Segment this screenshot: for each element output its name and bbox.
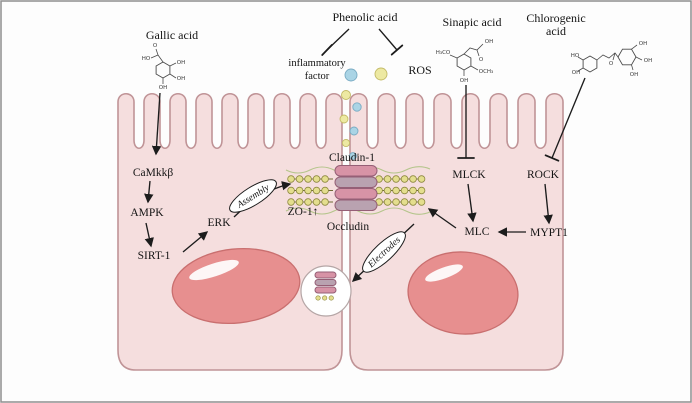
erk-label: ERK: [208, 217, 232, 229]
arrow-rock-to-mypt1: [543, 183, 553, 225]
right-nucleus-highlight: [425, 264, 463, 282]
ros-dot: [341, 138, 351, 148]
svg-text:OH: OH: [572, 70, 580, 76]
ros-dot-yellow: [374, 67, 388, 81]
svg-text:OH: OH: [177, 76, 185, 82]
sirt1-label: SIRT-1: [138, 250, 171, 262]
vesicle: [300, 265, 352, 317]
ampk-label: AMPK: [130, 207, 164, 219]
svg-text:OCH₃: OCH₃: [479, 69, 494, 75]
chlorogenic-acid-label-line2: acid: [546, 24, 566, 38]
arrow-camkkb-to-ampk: [144, 180, 154, 204]
arrow-gallic-to-camkkb: [151, 92, 162, 156]
assembly-oval: [229, 179, 277, 213]
occludin-label: Occludin: [327, 221, 369, 233]
svg-text:OH: OH: [630, 72, 638, 78]
inhibition-phenolic-to-ros: [378, 28, 404, 56]
nuclei: [171, 247, 519, 335]
ros-dot: [352, 102, 362, 112]
ros-dot: [341, 90, 351, 100]
svg-text:OH: OH: [644, 58, 652, 64]
svg-text:H₃CO: H₃CO: [436, 50, 451, 56]
svg-text:OH: OH: [177, 60, 185, 66]
ros-dot: [349, 126, 359, 136]
sinapic-acid-label: Sinapic acid: [443, 15, 502, 29]
left-epithelial-cell: [117, 92, 343, 371]
svg-text:OH: OH: [485, 39, 493, 45]
gallic-acid-label: Gallic acid: [146, 28, 198, 42]
phenolic-acid-label: Phenolic acid: [333, 10, 398, 24]
ros-dot: [349, 152, 357, 160]
left-nucleus-highlight: [189, 259, 239, 281]
svg-text:OH: OH: [159, 85, 167, 91]
electrodes-oval: [362, 231, 406, 273]
ros-dot-blue: [344, 68, 358, 82]
svg-text:O: O: [609, 61, 614, 67]
claudin1-label: Claudin-1: [329, 152, 375, 164]
mypt1-label: MYPT1: [530, 227, 568, 239]
inhibition-phenolic-to-inflammatory: [321, 28, 350, 56]
arrow-mlc-to-junction: [427, 208, 457, 229]
inflammatory-factor-label-line1: inflammatory: [288, 58, 346, 69]
arrow-sirt1-to-erk: [182, 231, 209, 253]
mlck-label: MLCK: [452, 169, 486, 181]
mlc-label: MLC: [465, 226, 490, 238]
arrow-ampk-to-sirt1: [144, 222, 154, 248]
chlorogenic-acid-structure: HO OH OH OH OH O: [571, 41, 652, 78]
ros-particles: [339, 67, 388, 160]
svg-text:HO: HO: [571, 53, 580, 59]
svg-text:O: O: [479, 57, 484, 63]
svg-text:OH: OH: [639, 41, 647, 47]
inflammatory-factor-label-line2: factor: [305, 71, 330, 82]
chlorogenic-acid-label-line1: Chlorogenic: [526, 11, 585, 25]
junction-protein-stack: [334, 165, 378, 211]
tight-junction: [285, 165, 431, 215]
rock-label: ROCK: [527, 169, 560, 181]
svg-text:HO: HO: [142, 56, 151, 62]
inhibition-chlorogenic-to-rock: [544, 77, 586, 162]
arrow-mlck-to-mlc: [467, 183, 477, 223]
zo1-label: ZO-1↑: [288, 206, 319, 218]
svg-text:O: O: [153, 43, 158, 49]
svg-text:OH: OH: [460, 78, 468, 84]
camkkb-label: CaMkkβ: [133, 167, 174, 179]
ros-dot: [339, 114, 349, 124]
sinapic-acid-structure: OH O H₃CO OH OCH₃: [436, 39, 494, 84]
inhibition-sinapic-to-mlck: [457, 85, 475, 159]
vesicle-protein-stack: [314, 271, 337, 294]
ros-label: ROS: [408, 63, 431, 77]
gallic-acid-structure: O HO OH OH OH: [142, 43, 185, 91]
